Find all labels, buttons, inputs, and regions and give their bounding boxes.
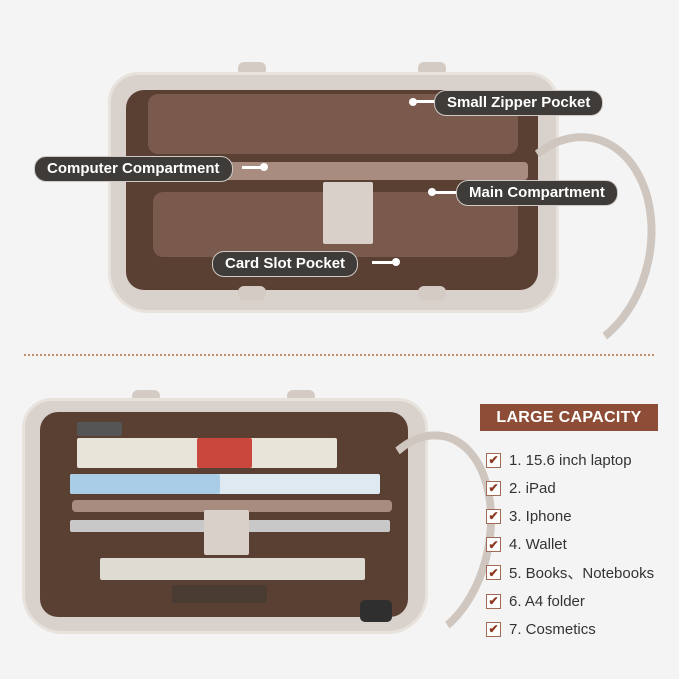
checkbox-checked-icon: ✔: [486, 452, 501, 468]
checkbox-checked-icon: ✔: [486, 565, 501, 581]
callout-leader: [242, 166, 264, 169]
handle-tab: [418, 286, 446, 300]
list-item: ✔ 6. A4 folder: [486, 587, 654, 615]
checkbox-checked-icon: ✔: [486, 593, 501, 609]
callout-leader: [432, 191, 458, 194]
callout-dot: [392, 258, 400, 266]
item-label: 5. Books、Notebooks: [509, 565, 655, 583]
computer-divider: [72, 500, 392, 512]
phone-item: [77, 422, 122, 436]
list-item: ✔ 2. iPad: [486, 474, 654, 502]
list-item: ✔ 3. Iphone: [486, 502, 654, 530]
checkbox-checked-icon: ✔: [486, 621, 501, 637]
item-label: 4. Wallet: [509, 536, 567, 554]
list-item: ✔ 1. 15.6 inch laptop: [486, 446, 654, 474]
checkbox-checked-icon: ✔: [486, 508, 501, 524]
large-capacity-title: LARGE CAPACITY: [480, 404, 658, 431]
bag-packed-photo: [22, 390, 514, 665]
item-label: 1. 15.6 inch laptop: [509, 451, 632, 469]
callout-dot: [260, 163, 268, 171]
item-label: 3. Iphone: [509, 507, 572, 525]
closure-tab: [204, 510, 249, 555]
callout-leader: [413, 100, 435, 103]
dotted-separator: [24, 354, 654, 356]
callout-leader: [372, 261, 396, 264]
checkbox-checked-icon: ✔: [486, 537, 501, 553]
item-label: 6. A4 folder: [509, 592, 585, 610]
capacity-list: ✔ 1. 15.6 inch laptop ✔ 2. iPad ✔ 3. Iphone…: [486, 446, 654, 643]
ipad-cover: [70, 474, 220, 494]
checkbox-checked-icon: ✔: [486, 480, 501, 496]
books-item: [100, 558, 365, 580]
list-item: ✔ 4. Wallet: [486, 531, 654, 559]
handle-tab: [238, 286, 266, 300]
wallet-item: [172, 585, 267, 603]
item-label: 2. iPad: [509, 479, 556, 497]
closure-tab: [323, 182, 373, 244]
keys-icon: [360, 600, 392, 622]
flag-print: [197, 438, 252, 468]
callout-small-zipper-pocket: Small Zipper Pocket: [434, 90, 604, 116]
list-item: ✔ 5. Books、Notebooks: [486, 559, 654, 587]
list-item: ✔ 7. Cosmetics: [486, 615, 654, 643]
callout-computer-compartment: Computer Compartment: [34, 156, 233, 182]
callout-main-compartment: Main Compartment: [456, 180, 618, 206]
item-label: 7. Cosmetics: [509, 620, 596, 638]
callout-card-slot-pocket: Card Slot Pocket: [212, 251, 359, 277]
